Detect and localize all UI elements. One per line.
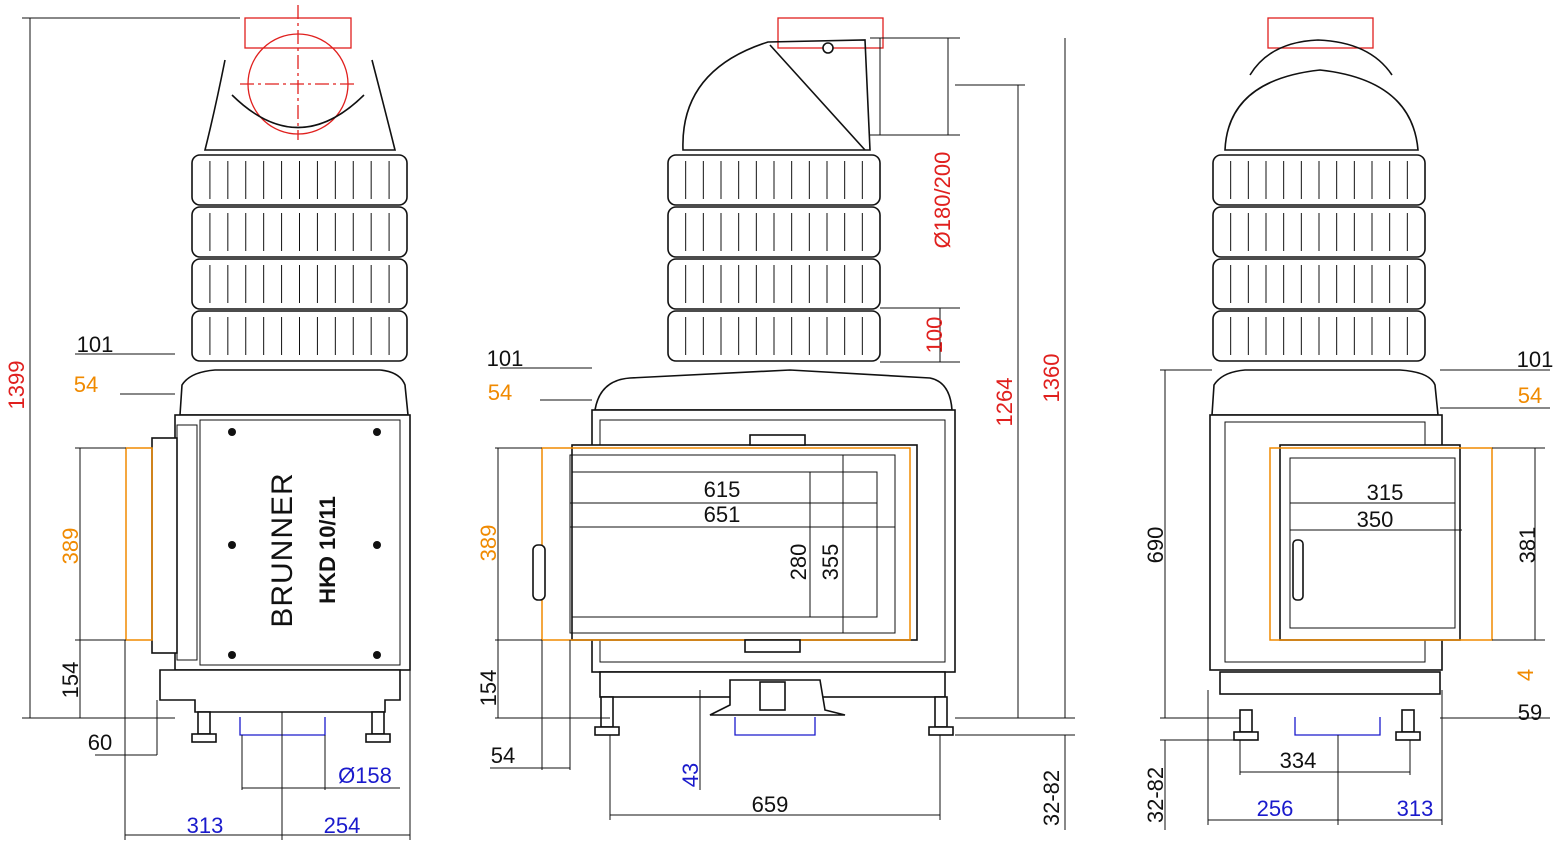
dim-4: 4 (1513, 669, 1538, 681)
feet (191, 711, 391, 743)
dimension-lines (22, 17, 411, 840)
brand-logo: BRUNNER (266, 472, 299, 627)
stove-body (174, 414, 411, 671)
dimension-lines (490, 38, 1075, 830)
door-opening (1269, 447, 1493, 641)
dim-101: 101 (1517, 347, 1554, 372)
glass (1289, 457, 1456, 629)
dim-256: 256 (1257, 796, 1294, 821)
feet (1233, 709, 1421, 741)
dim-54: 54 (1518, 383, 1542, 408)
dim-door-height: 389 (58, 528, 83, 565)
dim-334: 334 (1280, 748, 1317, 773)
side-door (151, 437, 178, 654)
right-side-view: 101 54 381 4 59 690 315 350 334 256 313 … (1143, 17, 1554, 830)
dim-1264: 1264 (992, 378, 1017, 427)
dim-total-height: 1399 (4, 361, 29, 410)
convection-rings (667, 154, 881, 362)
door-handle (532, 544, 546, 601)
dim-43: 43 (678, 763, 703, 787)
door-opening (125, 447, 153, 641)
convection-rings (191, 154, 408, 362)
dim-1360: 1360 (1039, 354, 1064, 403)
dim-690: 690 (1143, 527, 1168, 564)
dim-154: 154 (476, 670, 501, 707)
model-label: HKD 10/11 (315, 496, 340, 604)
door-opening (541, 447, 911, 641)
feet (594, 696, 954, 736)
dim-door-height: 381 (1515, 527, 1540, 564)
dim-feet: 32-82 (1039, 770, 1064, 826)
dim-313: 313 (1397, 796, 1434, 821)
dim-100: 100 (922, 317, 947, 354)
dim-door-height: 389 (476, 525, 501, 562)
base (159, 669, 401, 713)
hood (1211, 369, 1439, 416)
dim-54-bottom: 54 (491, 743, 515, 768)
door-frame (1279, 444, 1461, 641)
dim-313: 313 (187, 813, 224, 838)
dim-glass-inner: 315 (1367, 480, 1404, 505)
dim-154: 154 (58, 662, 83, 699)
hood (179, 369, 409, 416)
hood (594, 369, 953, 411)
screws (228, 428, 381, 659)
dim-54: 54 (488, 380, 512, 405)
dim-glass-h-outer: 355 (818, 544, 843, 581)
dim-glass-inner: 615 (704, 477, 741, 502)
dim-width: 659 (752, 792, 789, 817)
left-side-view: BRUNNER HKD 10/11 1399 101 54 389 154 60… (4, 5, 411, 840)
dim-flue-diameter: Ø180/200 (930, 152, 955, 249)
dim-59: 59 (1518, 700, 1542, 725)
dim-glass-h-inner: 280 (786, 544, 811, 581)
dim-glass-outer: 651 (704, 502, 741, 527)
dim-101: 101 (487, 346, 524, 371)
dim-air-diameter: Ø158 (338, 763, 392, 788)
front-view: 101 54 389 154 54 43 659 615 651 280 355… (476, 17, 1075, 830)
dim-glass-outer: 350 (1357, 507, 1394, 532)
dim-60: 60 (88, 730, 112, 755)
dim-54: 54 (74, 372, 98, 397)
dim-101: 101 (77, 332, 114, 357)
dim-feet: 32-82 (1143, 767, 1168, 823)
door-frame (571, 444, 918, 641)
glass (569, 454, 896, 634)
flue-collar (203, 5, 397, 151)
convection-rings (1212, 154, 1426, 362)
dim-254: 254 (324, 813, 361, 838)
flue-elbow (682, 17, 960, 151)
door-handle (1292, 539, 1304, 601)
dimension-lines (1160, 369, 1550, 830)
flue-collar (1224, 17, 1419, 151)
